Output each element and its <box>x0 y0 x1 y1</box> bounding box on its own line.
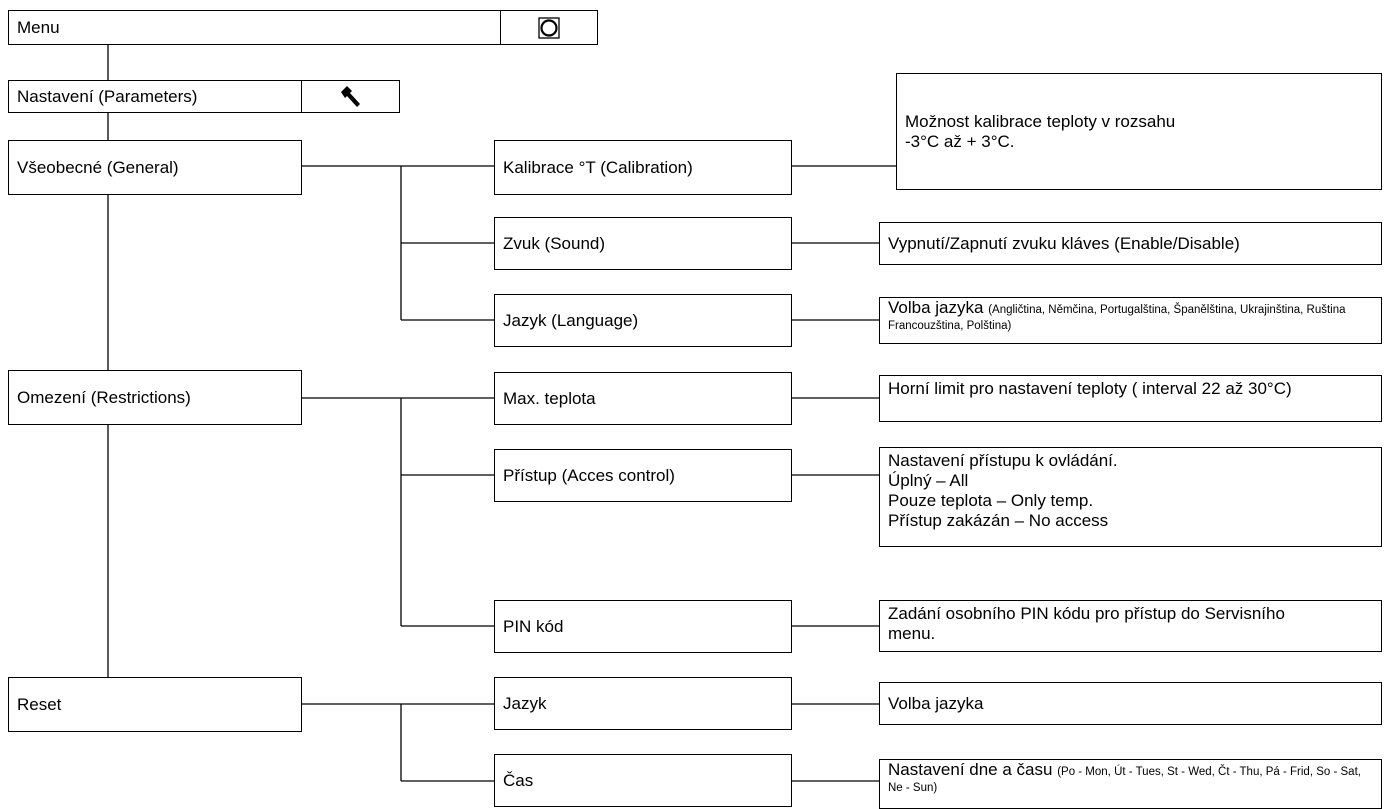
item-sound-label: Zvuk (Sound) <box>503 233 606 253</box>
desc-time: Nastavení dne a času (Po - Mon, Út - Tue… <box>879 759 1382 809</box>
desc-max-temp-text: Horní limit pro nastavení teploty ( inte… <box>888 379 1292 398</box>
desc-language: Volba jazyka (Angličtina, Němčina, Portu… <box>879 297 1382 344</box>
item-reset-language[interactable]: Jazyk <box>494 677 792 730</box>
desc-calibration: Možnost kalibrace teploty v rozsahu -3°C… <box>896 73 1382 190</box>
item-reset-time-label: Čas <box>503 770 534 790</box>
category-reset[interactable]: Reset <box>8 677 302 732</box>
desc-time-content: Nastavení dne a času (Po - Mon, Út - Tue… <box>888 760 1375 795</box>
category-reset-label: Reset <box>17 694 62 714</box>
item-sound[interactable]: Zvuk (Sound) <box>494 217 792 270</box>
item-language[interactable]: Jazyk (Language) <box>494 294 792 347</box>
settings-box[interactable]: Nastavení (Parameters) <box>8 80 302 113</box>
menu-label: Menu <box>17 17 60 37</box>
desc-access-line-4: Přístup zakázán – No access <box>888 511 1109 530</box>
desc-reset-language-text: Volba jazyka <box>888 693 984 713</box>
desc-access-lines: Nastavení přístupu k ovládání. Úplný – A… <box>888 451 1118 531</box>
desc-pin-text: Zadání osobního PIN kódu pro přístup do … <box>888 604 1285 643</box>
item-access[interactable]: Přístup (Acces control) <box>494 449 792 502</box>
settings-icon-cell[interactable] <box>301 80 400 113</box>
settings-label: Nastavení (Parameters) <box>17 86 198 106</box>
desc-max-temp: Horní limit pro nastavení teploty ( inte… <box>879 375 1382 422</box>
power-circle-icon <box>538 16 560 39</box>
item-reset-language-label: Jazyk <box>503 693 547 713</box>
item-language-label: Jazyk (Language) <box>503 310 639 330</box>
category-general[interactable]: Všeobecné (General) <box>8 140 302 195</box>
menu-box[interactable]: Menu <box>8 10 501 45</box>
desc-calibration-text: Možnost kalibrace teploty v rozsahu -3°C… <box>905 111 1176 151</box>
item-max-temp[interactable]: Max. teplota <box>494 372 792 425</box>
wrench-icon <box>340 85 360 107</box>
category-restrictions[interactable]: Omezení (Restrictions) <box>8 370 302 425</box>
desc-language-main: Volba jazyka <box>888 298 984 317</box>
item-pin[interactable]: PIN kód <box>494 600 792 653</box>
item-max-temp-label: Max. teplota <box>503 388 596 408</box>
desc-access-line-3: Pouze teplota – Only temp. <box>888 491 1094 510</box>
desc-sound: Vypnutí/Zapnutí zvuku kláves (Enable/Dis… <box>879 222 1382 265</box>
desc-access-line-2: Úplný – All <box>888 471 969 490</box>
desc-time-main: Nastavení dne a času <box>888 760 1053 779</box>
desc-reset-language: Volba jazyka <box>879 682 1382 725</box>
item-access-label: Přístup (Acces control) <box>503 465 675 485</box>
category-general-label: Všeobecné (General) <box>17 157 179 177</box>
item-calibration-label: Kalibrace °T (Calibration) <box>503 157 693 177</box>
item-pin-label: PIN kód <box>503 616 564 636</box>
desc-language-content: Volba jazyka (Angličtina, Němčina, Portu… <box>888 298 1375 333</box>
desc-access-line-1: Nastavení přístupu k ovládání. <box>888 451 1118 470</box>
desc-sound-text: Vypnutí/Zapnutí zvuku kláves (Enable/Dis… <box>888 233 1240 253</box>
category-restrictions-label: Omezení (Restrictions) <box>17 387 191 407</box>
desc-pin: Zadání osobního PIN kódu pro přístup do … <box>879 600 1382 652</box>
desc-time-detail: (Po - Mon, Út - Tues, St - Wed, Čt - Thu… <box>888 766 1361 794</box>
desc-access: Nastavení přístupu k ovládání. Úplný – A… <box>879 447 1382 547</box>
item-calibration[interactable]: Kalibrace °T (Calibration) <box>494 140 792 195</box>
menu-icon-cell[interactable] <box>500 10 598 45</box>
item-reset-time[interactable]: Čas <box>494 754 792 807</box>
desc-language-detail: (Angličtina, Němčina, Portugalština, Špa… <box>888 304 1346 332</box>
